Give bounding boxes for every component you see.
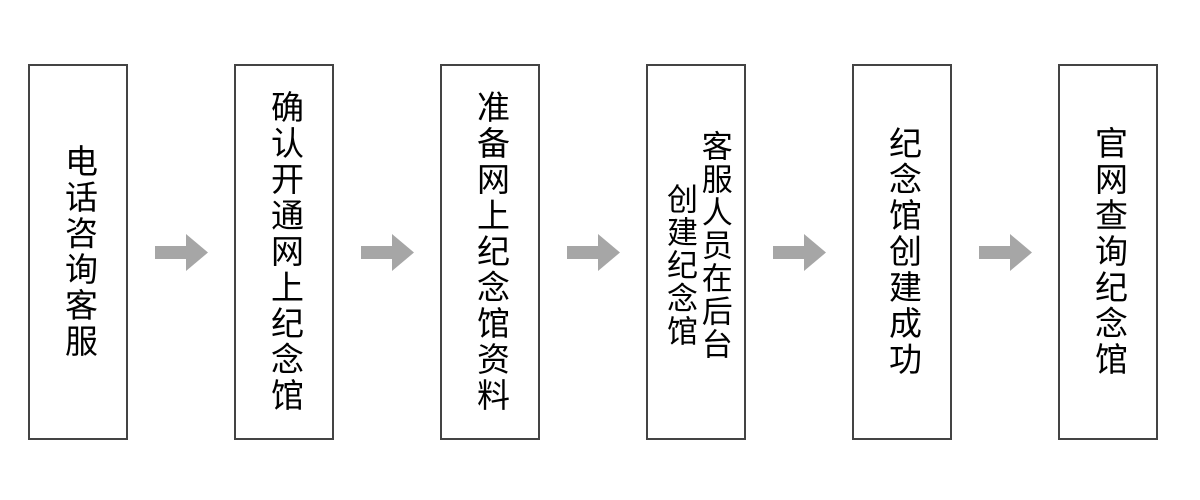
right-arrow-icon <box>566 233 620 271</box>
step-prepare-materials[interactable]: 准备网上纪念馆资料 <box>440 64 540 440</box>
arrow-step5-to-step6 <box>952 64 1058 440</box>
arrow-step4-to-step5 <box>746 64 852 440</box>
step-staff-create-backend[interactable]: 客服人员在后台 创建纪念馆 <box>646 64 746 440</box>
right-arrow-icon <box>360 233 414 271</box>
step-label-column-1: 客服人员在后台 <box>695 129 732 361</box>
step-query-on-site[interactable]: 官网查询纪念馆 <box>1058 64 1158 440</box>
step-confirm-open[interactable]: 确认开通网上纪念馆 <box>234 64 334 440</box>
arrow-step1-to-step2 <box>128 64 234 440</box>
step-creation-success[interactable]: 纪念馆创建成功 <box>852 64 952 440</box>
step-label-column-2: 创建纪念馆 <box>661 182 697 348</box>
step-label: 确认开通网上纪念馆 <box>265 90 305 414</box>
step-label: 准备网上纪念馆资料 <box>471 90 511 414</box>
right-arrow-icon <box>978 233 1032 271</box>
arrow-step3-to-step4 <box>540 64 646 440</box>
step-label: 官网查询纪念馆 <box>1089 126 1129 378</box>
step-phone-consult[interactable]: 电话咨询客服 <box>28 64 128 440</box>
arrow-step2-to-step3 <box>334 64 440 440</box>
step-label: 电话咨询客服 <box>59 144 99 360</box>
right-arrow-icon <box>772 233 826 271</box>
right-arrow-icon <box>154 233 208 271</box>
step-label: 纪念馆创建成功 <box>883 126 923 378</box>
